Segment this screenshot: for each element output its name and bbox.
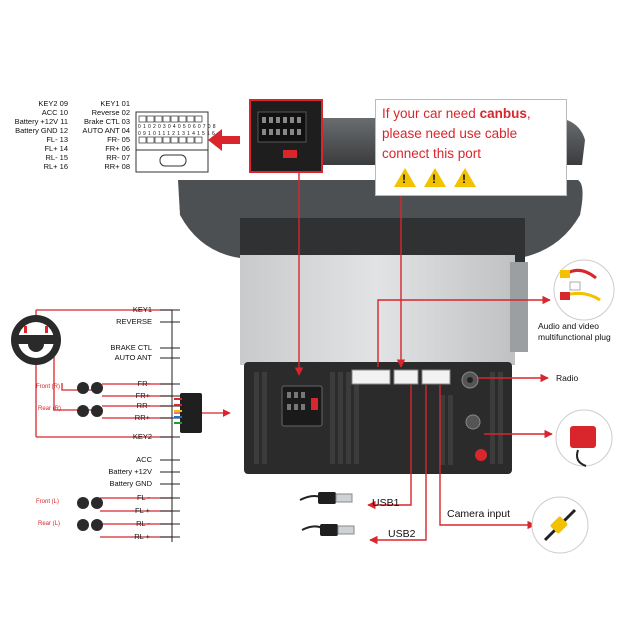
- label-reverse: REVERSE: [116, 317, 152, 326]
- steering-wheel-icon: [11, 315, 61, 365]
- wire-ticks: [160, 309, 180, 542]
- pin-label: Brake CTL 03: [84, 117, 130, 126]
- harness-plug-icon: [174, 393, 202, 433]
- pinout-right-labels: KEY1 01 Reverse 02 Brake CTL 03 AUTO ANT…: [68, 99, 130, 171]
- label-battery-12v: Battery +12V: [108, 467, 152, 476]
- label-rear-l: Rear (L): [38, 521, 61, 527]
- label-rl-minus: RL -: [136, 519, 150, 528]
- canbus-connector: [393, 369, 419, 385]
- speaker-rear-r-a: [77, 405, 89, 417]
- canbus-line-2: please need use cable: [382, 126, 518, 141]
- label-usb1: USB1: [372, 497, 400, 509]
- pin-label: FR- 05: [107, 135, 130, 144]
- pin-label: RL+ 16: [43, 162, 68, 171]
- speaker-front-l-b: [91, 497, 103, 509]
- speaker-rear-l-b: [91, 519, 103, 531]
- speaker-icons: [77, 382, 103, 531]
- usb2-cable-icon: [301, 524, 355, 536]
- pin-label: KEY2 09: [38, 99, 68, 108]
- pin-label: KEY1 01: [100, 99, 130, 108]
- label-key1: KEY1: [132, 305, 152, 314]
- pin-label: Battery GND 12: [15, 126, 68, 135]
- usb-camera-connector: [421, 369, 451, 385]
- pin-label: FL+ 14: [44, 144, 68, 153]
- label-front-l: Front (L): [36, 499, 60, 505]
- label-av: Audio and video: [538, 321, 599, 331]
- speaker-front-r-b: [91, 382, 103, 394]
- pin-label: Battery +12V 11: [14, 117, 68, 126]
- label-fl-minus: FL -: [136, 493, 150, 502]
- label-radio: Radio: [556, 373, 579, 383]
- label-key2: KEY2: [132, 432, 152, 441]
- canbus-line-3: connect this port: [382, 146, 482, 161]
- label-front-r: Front (R): [36, 384, 60, 390]
- pinout-diagram: [135, 111, 240, 173]
- pin-label: FR+ 06: [105, 144, 130, 153]
- av-connector: [351, 369, 391, 385]
- label-fr-minus: FR-: [137, 379, 151, 388]
- label-rl-plus: RL +: [134, 532, 150, 541]
- pinout-left-labels: KEY2 09 ACC 10 Battery +12V 11 Battery G…: [0, 99, 68, 171]
- speaker-rear-l-a: [77, 519, 89, 531]
- pin-label: RR+ 08: [104, 162, 130, 171]
- pin-numbers-bottom: 0910111213141516: [138, 131, 218, 137]
- speaker-front-r-a: [77, 382, 89, 394]
- warning-icon: !: [454, 168, 476, 187]
- harness-zoom: [249, 99, 323, 173]
- canbus-callout: If your car need canbus, please need use…: [375, 99, 567, 196]
- pin-label: RL- 15: [45, 153, 68, 162]
- radio-unit: [178, 118, 585, 474]
- label-acc: ACC: [136, 455, 152, 464]
- label-brake-ctl: BRAKE CTL: [110, 343, 152, 352]
- pin-label: ACC 10: [41, 108, 68, 117]
- warning-icon: !: [424, 168, 446, 187]
- label-fl-plus: FL +: [135, 506, 150, 515]
- pin-numbers-top: 0102030405060708: [138, 124, 218, 130]
- camera-plug-icon: [531, 496, 589, 554]
- label-rear-r: Rear (R): [38, 406, 62, 412]
- pin-label: FL- 13: [46, 135, 68, 144]
- usb1-cable-icon: [299, 492, 353, 504]
- radio-antenna-icon: [555, 409, 613, 467]
- label-rr-plus: RR+: [134, 413, 150, 422]
- av-plug-icon: [553, 259, 615, 321]
- label-camera-input: Camera input: [447, 508, 511, 520]
- label-battery-gnd: Battery GND: [109, 479, 152, 488]
- warning-icon: !: [394, 168, 416, 187]
- label-fr-plus: FR+: [135, 391, 150, 400]
- pointer-arrow: [208, 129, 240, 151]
- pin-label: AUTO ANT 04: [82, 126, 130, 135]
- label-usb2: USB2: [388, 528, 416, 540]
- canbus-line-1: If your car need canbus,: [382, 106, 531, 121]
- label-av-2: multifunctional plug: [538, 332, 611, 342]
- label-auto-ant: AUTO ANT: [114, 353, 152, 362]
- pin-label: Reverse 02: [91, 108, 130, 117]
- label-rr-minus: RR-: [136, 401, 150, 410]
- speaker-rear-r-b: [91, 405, 103, 417]
- pin-label: RR- 07: [106, 153, 130, 162]
- speaker-front-l-a: [77, 497, 89, 509]
